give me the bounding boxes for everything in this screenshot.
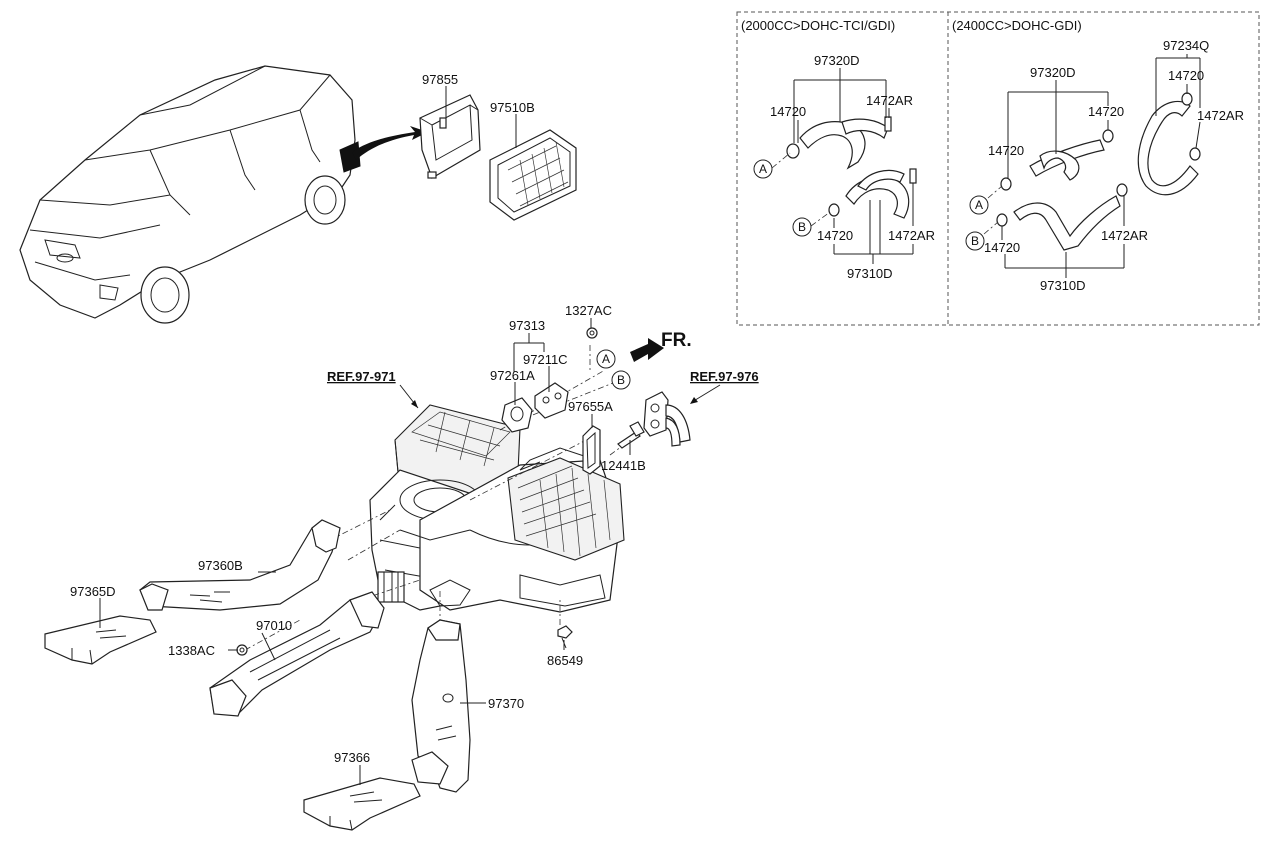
label-97855: 97855 — [422, 72, 458, 87]
label-97655A: 97655A — [568, 399, 613, 414]
nut-1327AC — [586, 327, 598, 339]
label-97366: 97366 — [334, 750, 370, 765]
callout-a-right: A — [969, 195, 989, 215]
callout-a-main: A — [596, 349, 616, 369]
inset-left-label-14720-bot: 14720 — [817, 228, 853, 243]
callout-b-left: B — [792, 217, 812, 237]
svg-text:A: A — [975, 198, 983, 212]
inset-header-2000cc: (2000CC>DOHC-TCI/GDI) — [741, 18, 895, 33]
label-97365D: 97365D — [70, 584, 116, 599]
inset-left-label-14720-top: 14720 — [770, 104, 806, 119]
label-97370: 97370 — [488, 696, 524, 711]
svg-text:B: B — [971, 234, 979, 248]
inset-right-label-97234Q: 97234Q — [1163, 38, 1209, 53]
inset-left-leaders — [793, 68, 914, 264]
pointer-arrow — [352, 126, 428, 160]
inset-left-label-97320D: 97320D — [814, 53, 860, 68]
front-marker: FR. — [661, 330, 692, 351]
svg-text:A: A — [759, 162, 767, 176]
seal-97655A — [582, 425, 601, 475]
duct-97365D — [44, 615, 157, 665]
label-97313: 97313 — [509, 318, 545, 333]
bolt-12441B — [617, 421, 645, 449]
label-97360B: 97360B — [198, 558, 243, 573]
front-direction-arrow — [630, 338, 664, 362]
duct-97366 — [303, 777, 421, 831]
label-97211C: 97211C — [523, 352, 568, 367]
label-1338AC: 1338AC — [168, 643, 215, 658]
callout-b-main: B — [611, 370, 631, 390]
inset-right-label-1472AR-bot: 1472AR — [1101, 228, 1148, 243]
label-97261A: 97261A — [490, 368, 535, 383]
inset-left-label-97310D: 97310D — [847, 266, 893, 281]
inset-right-label-14720-bot: 14720 — [984, 240, 1020, 255]
vehicle-illustration — [19, 65, 361, 324]
svg-text:B: B — [617, 373, 625, 387]
callout-b-right: B — [965, 231, 985, 251]
inset-header-2400cc: (2400CC>DOHC-GDI) — [952, 18, 1082, 33]
inset-right-label-14720-mid: 14720 — [1088, 104, 1124, 119]
inset-right-parts — [983, 92, 1201, 251]
label-97510B: 97510B — [490, 100, 535, 115]
hvac-unit-assembly — [369, 404, 625, 613]
engine-variant-inset: (2000CC>DOHC-TCI/GDI) (2400CC>DOHC-GDI) — [736, 11, 1260, 326]
inset-left-parts — [771, 116, 917, 227]
nut-1338AC — [236, 644, 248, 656]
bolt-86549 — [557, 625, 573, 649]
svg-text:A: A — [602, 352, 610, 366]
inset-right-label-97310D: 97310D — [1040, 278, 1086, 293]
inset-right-label-97320D: 97320D — [1030, 65, 1076, 80]
plate-97211C — [534, 382, 569, 419]
duct-97360B — [139, 519, 341, 611]
gasket-97261A — [501, 397, 533, 433]
ref-97-971: REF.97-971 — [327, 369, 396, 384]
ref-97-976: REF.97-976 — [690, 369, 759, 384]
inset-right-label-14720-left: 14720 — [988, 143, 1024, 158]
label-97010: 97010 — [256, 618, 292, 633]
label-86549: 86549 — [547, 653, 583, 668]
inset-right-label-14720-q: 14720 — [1168, 68, 1204, 83]
inset-left-label-1472AR-bot: 1472AR — [888, 228, 935, 243]
duct-97370 — [411, 619, 471, 793]
inset-right-leaders — [1001, 54, 1201, 278]
inset-left-label-1472AR-top: 1472AR — [866, 93, 913, 108]
pipe-fitting — [643, 391, 691, 447]
callout-a-left: A — [753, 159, 773, 179]
duct-97010 — [209, 591, 385, 717]
label-12441B: 12441B — [601, 458, 646, 473]
cabin-filter-97510B — [489, 129, 577, 221]
leader-lines — [99, 318, 721, 785]
filter-cover-97855 — [419, 94, 481, 179]
inset-right-label-1472AR-q: 1472AR — [1197, 108, 1244, 123]
label-1327AC: 1327AC — [565, 303, 612, 318]
svg-text:B: B — [798, 220, 806, 234]
